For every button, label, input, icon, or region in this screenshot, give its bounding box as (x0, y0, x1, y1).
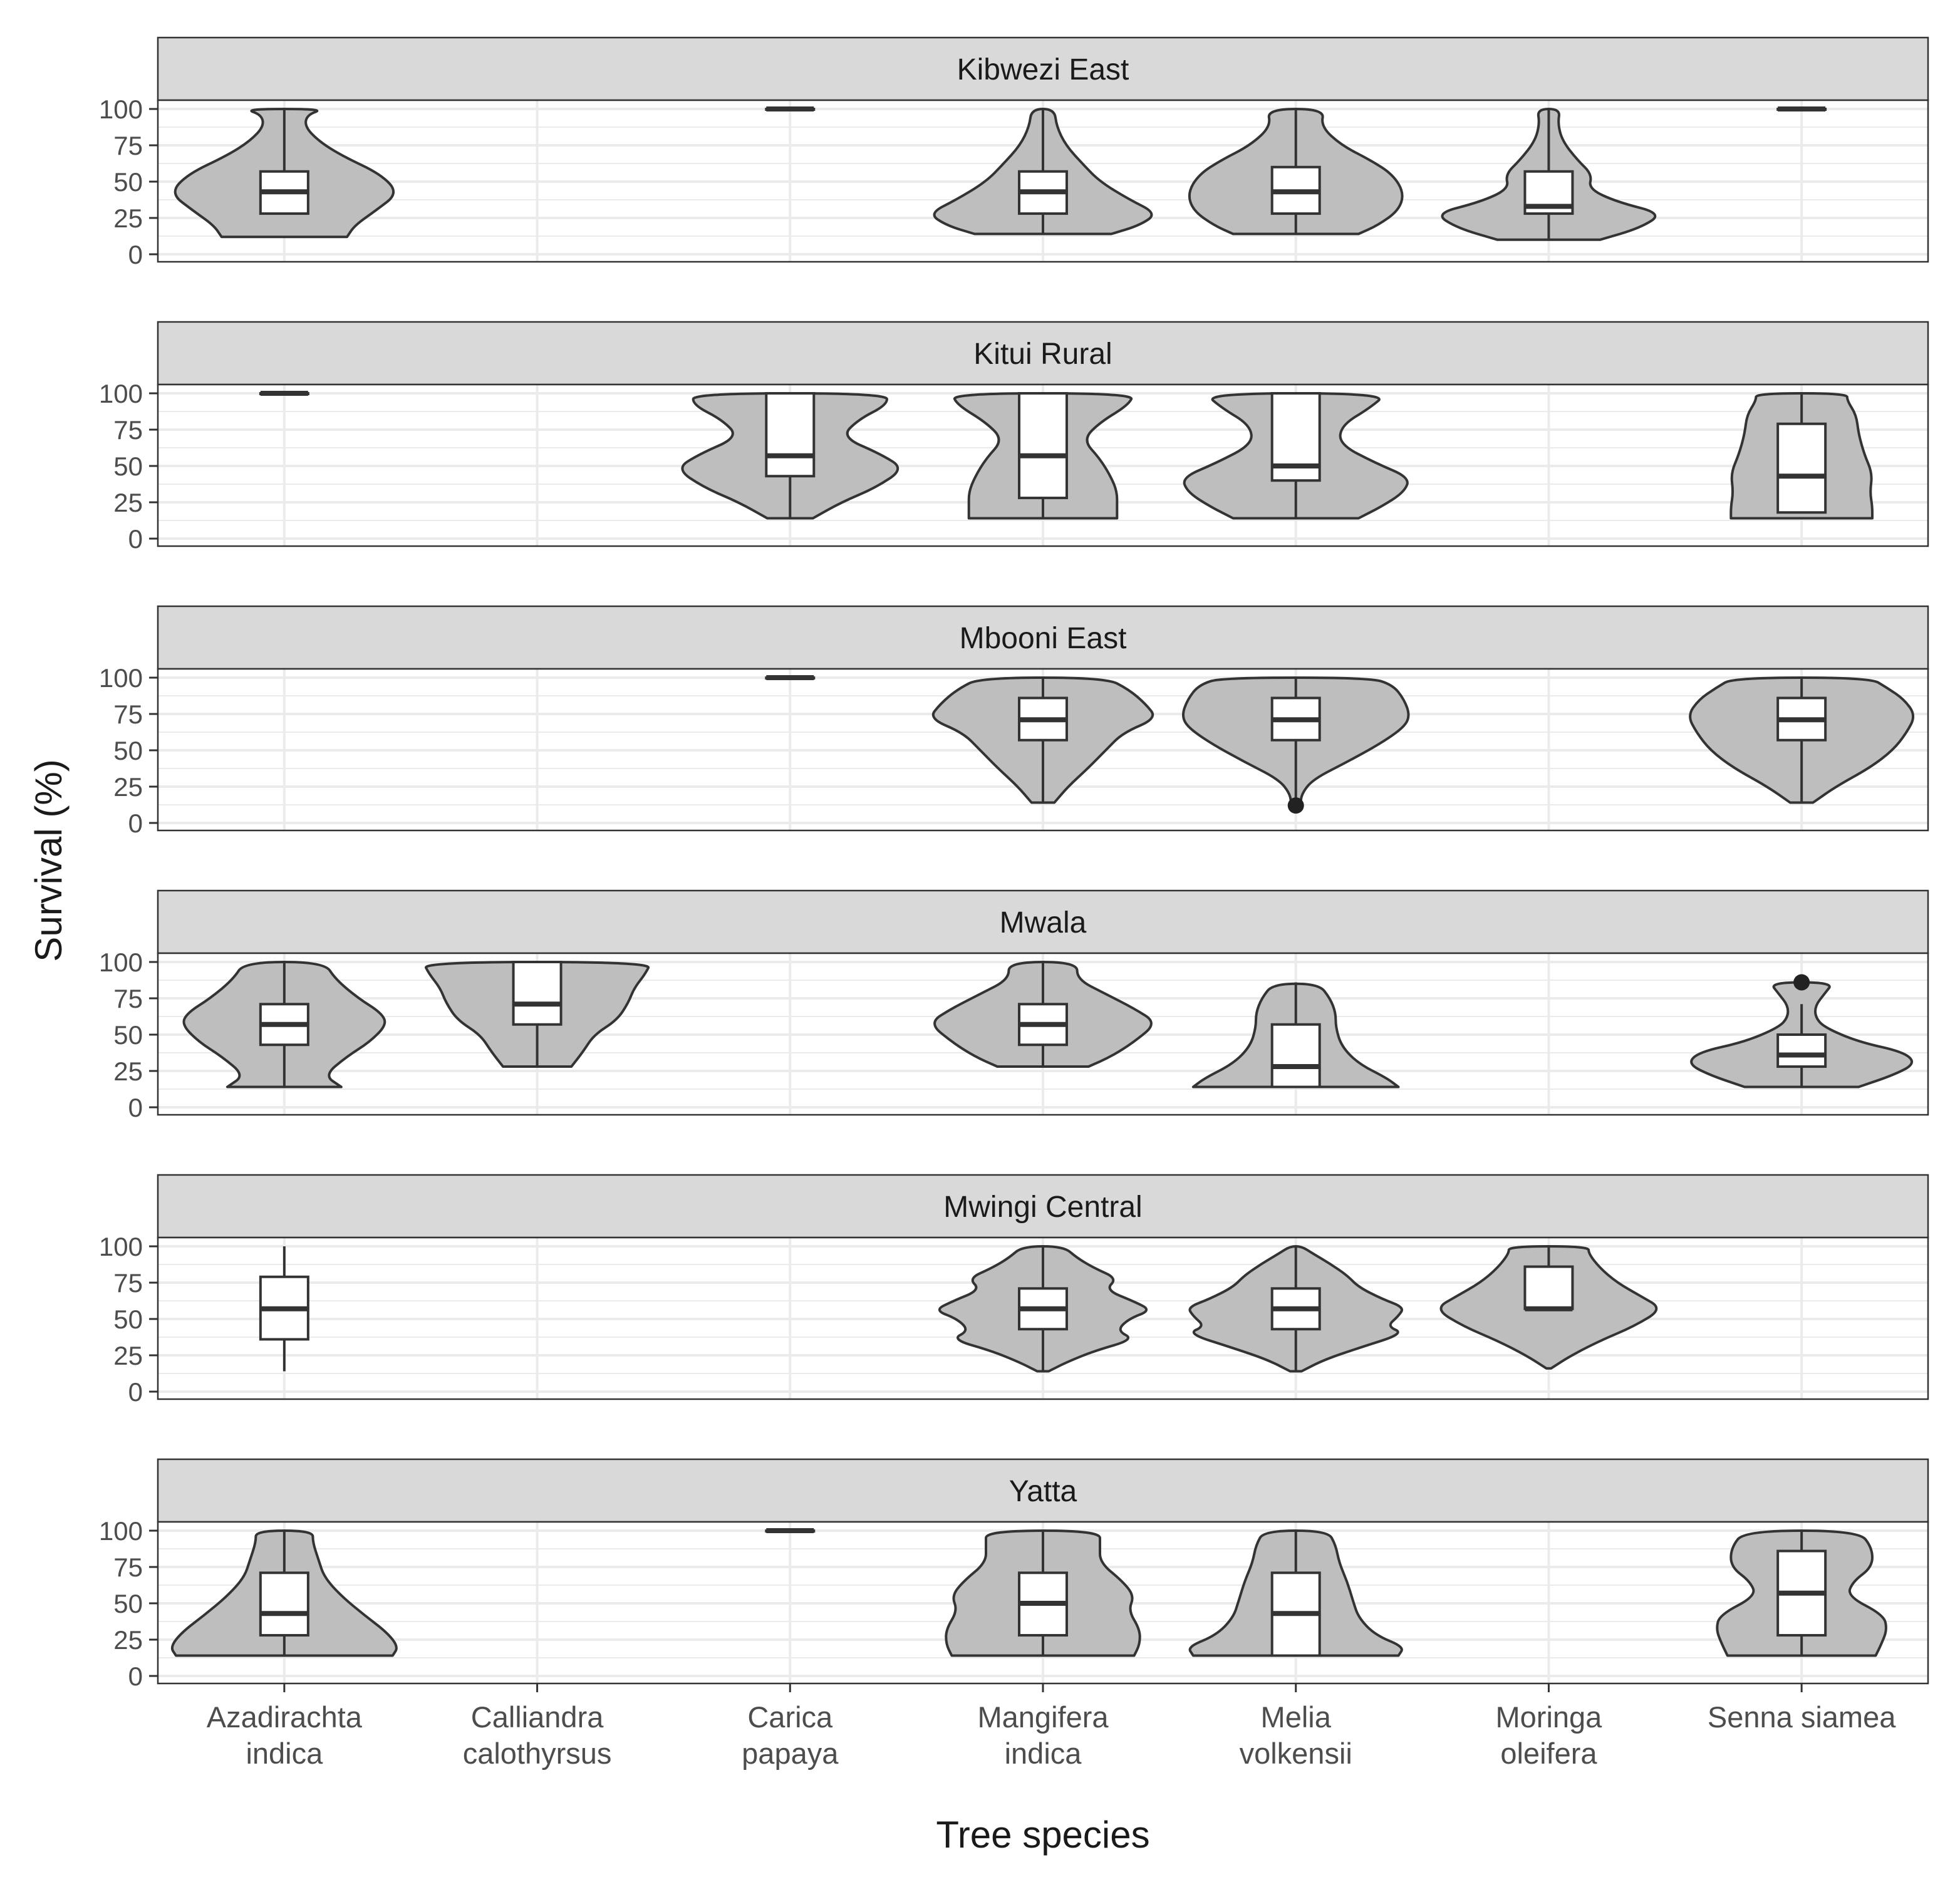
panel-title: Kitui Rural (973, 338, 1112, 371)
x-tick-label: Senna siamea (1708, 1700, 1896, 1734)
y-tick-label: 75 (113, 700, 143, 729)
box-iqr (1523, 1265, 1574, 1310)
y-tick-label: 75 (113, 415, 143, 445)
box-iqr (512, 961, 563, 1026)
y-tick-label: 25 (113, 488, 143, 517)
outlier-point (1793, 974, 1810, 991)
y-tick-label: 100 (99, 663, 143, 693)
y-tick-label: 0 (128, 524, 143, 554)
y-tick-label: 25 (113, 772, 143, 802)
x-tick-label-line: papaya (742, 1737, 839, 1770)
x-tick-label-line: Mangifera (978, 1700, 1109, 1734)
x-tick-label-line: Azadirachta (207, 1700, 363, 1734)
y-tick-label: 75 (113, 1268, 143, 1298)
y-tick-label: 50 (113, 736, 143, 765)
y-tick-label: 0 (128, 809, 143, 838)
y-tick-label: 25 (113, 1341, 143, 1370)
x-tick-label-line: Moringa (1496, 1700, 1603, 1734)
y-tick-label: 75 (113, 1553, 143, 1582)
panel-title: Kibwezi East (957, 53, 1129, 86)
y-axis-title: Survival (%) (28, 759, 70, 961)
panel-strip (157, 605, 1929, 670)
y-tick-label: 0 (128, 240, 143, 269)
y-tick-label: 25 (113, 204, 143, 233)
panel-title: Mbooni East (960, 622, 1127, 655)
y-tick-label: 100 (99, 379, 143, 408)
y-tick-label: 0 (128, 1093, 143, 1122)
y-tick-label: 100 (99, 1516, 143, 1546)
y-tick-label: 25 (113, 1625, 143, 1655)
panel-title: Yatta (1009, 1475, 1077, 1508)
box-iqr (1776, 422, 1827, 514)
y-tick-label: 100 (99, 95, 143, 124)
y-tick-label: 25 (113, 1057, 143, 1086)
x-tick-label-line: volkensii (1240, 1737, 1352, 1770)
x-tick-label-line: Carica (747, 1700, 833, 1734)
y-tick-label: 100 (99, 948, 143, 977)
panel-strip (157, 321, 1929, 386)
x-tick-label-line: Senna siamea (1708, 1700, 1896, 1734)
x-tick-label-line: indica (1005, 1737, 1082, 1770)
box-iqr (1270, 1023, 1321, 1088)
panel-title: Mwala (1000, 906, 1087, 939)
box-iqr (1776, 1033, 1827, 1068)
box-iqr (1018, 392, 1068, 500)
y-tick-label: 75 (113, 131, 143, 160)
y-tick-label: 50 (113, 1589, 143, 1618)
y-tick-label: 50 (113, 1305, 143, 1334)
panel-strip (157, 36, 1929, 101)
y-tick-label: 75 (113, 984, 143, 1013)
y-tick-label: 50 (113, 167, 143, 197)
panel-strip (157, 1458, 1929, 1523)
x-tick-label-line: oleifera (1500, 1737, 1597, 1770)
y-tick-label: 0 (128, 1662, 143, 1691)
y-tick-label: 100 (99, 1232, 143, 1261)
y-tick-label: 50 (113, 1020, 143, 1050)
box-iqr (765, 392, 816, 478)
y-tick-label: 50 (113, 452, 143, 481)
x-tick-label-line: Calliandra (471, 1700, 604, 1734)
x-tick-label-line: indica (246, 1737, 323, 1770)
y-tick-label: 0 (128, 1377, 143, 1407)
box-iqr (259, 1571, 309, 1637)
x-axis-title: Tree species (936, 1814, 1149, 1856)
panel-title: Mwingi Central (943, 1191, 1142, 1224)
x-tick-label-line: calothyrsus (463, 1737, 612, 1770)
x-tick-label-line: Melia (1261, 1700, 1332, 1734)
outlier-point (1287, 797, 1304, 814)
panel-strip (157, 1174, 1929, 1239)
